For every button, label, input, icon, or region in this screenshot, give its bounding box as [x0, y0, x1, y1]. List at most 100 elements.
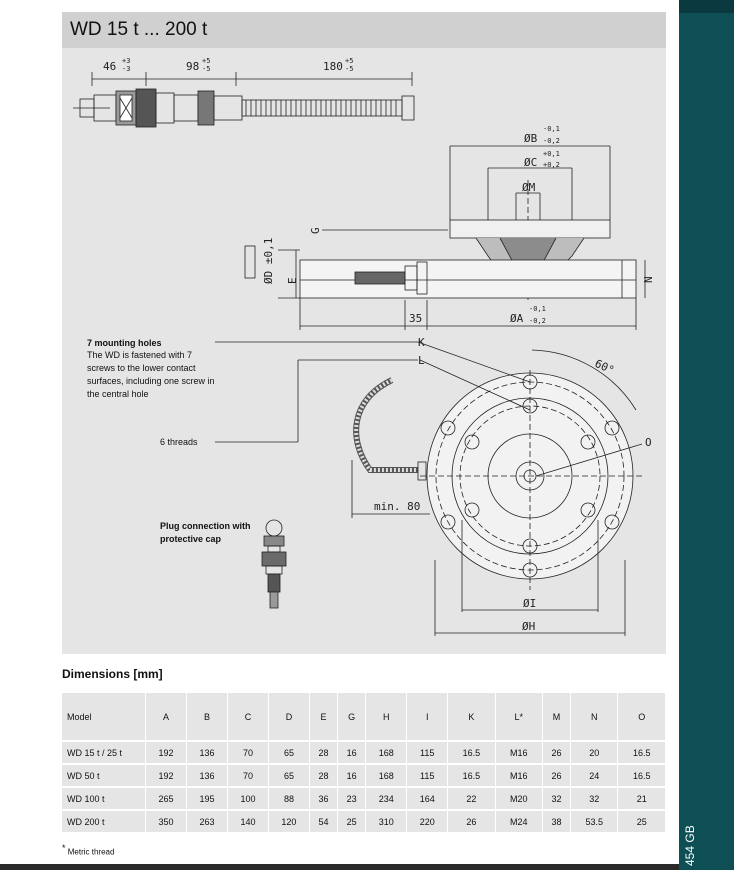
cable-ribs [245, 100, 397, 116]
load-cell-top-view [417, 341, 643, 636]
cell: 16 [337, 741, 367, 765]
side-band-top [679, 0, 734, 13]
col-n: N [570, 693, 619, 742]
cell: 70 [227, 741, 269, 765]
dim-180: 180 [323, 60, 343, 73]
side-band [679, 0, 734, 870]
cell: 16.5 [617, 764, 666, 788]
title-bar [62, 12, 666, 48]
load-cell-section [244, 145, 646, 330]
mounting-holes-line2: screws to the lower contact [87, 363, 196, 373]
dimensions-heading: Dimensions [mm] [62, 667, 163, 681]
dim-M: ØM [522, 181, 536, 194]
cell: 115 [406, 764, 449, 788]
dim-N: N [642, 276, 655, 283]
cell: 23 [337, 787, 367, 811]
cell: 38 [542, 810, 572, 834]
cell: 28 [309, 764, 339, 788]
cell: 234 [365, 787, 408, 811]
cell: M16 [495, 741, 543, 765]
dim-I: ØI [523, 597, 536, 610]
cell: 136 [186, 764, 228, 788]
cell: WD 100 t [62, 787, 146, 811]
cell: 115 [406, 741, 449, 765]
col-l: L* [495, 693, 543, 742]
footnote-text: Metric thread [67, 847, 115, 857]
mounting-holes-line1: The WD is fastened with 7 [87, 350, 192, 360]
dim-B-upper: -0,1 [543, 125, 560, 133]
cell: 100 [227, 787, 269, 811]
connector-side-view [73, 72, 415, 128]
cell: 120 [268, 810, 310, 834]
dim-46-lower: -3 [122, 65, 130, 73]
col-a: A [145, 693, 187, 742]
cell: 53.5 [570, 810, 619, 834]
cell: M20 [495, 787, 543, 811]
col-b: B [186, 693, 228, 742]
label-K: K [418, 336, 425, 349]
dim-98-lower: -5 [202, 65, 210, 73]
col-m: M [542, 693, 572, 742]
cell: 25 [337, 810, 367, 834]
cell: 192 [145, 741, 187, 765]
dim-G: G [309, 227, 322, 234]
dim-180-upper: +5 [345, 57, 353, 65]
cell: 192 [145, 764, 187, 788]
dimensions-table: Model A B C D E G H I K L* M N O WD 15 t… [62, 693, 666, 834]
table-row: WD 200 t 350 263 140 120 54 25 310 220 2… [62, 810, 666, 834]
cell: 164 [406, 787, 449, 811]
cell: 26 [447, 810, 496, 834]
label-L: L [418, 354, 425, 367]
cell: WD 200 t [62, 810, 146, 834]
plug-label-line2: protective cap [160, 534, 222, 544]
dim-180-lower: -5 [345, 65, 353, 73]
threads-label: 6 threads [160, 437, 198, 447]
cell: 220 [406, 810, 449, 834]
cell: 140 [227, 810, 269, 834]
bottom-rule [0, 864, 679, 870]
mounting-holes-title: 7 mounting holes [87, 338, 162, 348]
cell: 263 [186, 810, 228, 834]
col-o: O [617, 693, 666, 742]
mounting-holes-line4: the central hole [87, 389, 149, 399]
dim-E: E [286, 277, 299, 284]
cell: 16.5 [617, 741, 666, 765]
dim-C-upper: +0,1 [543, 150, 560, 158]
mounting-holes-line3: surfaces, including one screw in [87, 376, 215, 386]
dim-H: ØH [522, 620, 535, 633]
technical-drawing: 46 +3 -3 98 +5 -5 180 +5 -5 ØB -0,1 -0,2… [73, 57, 655, 636]
table-row: WD 50 t 192 136 70 65 28 16 168 115 16.5… [62, 764, 666, 788]
cell: 22 [447, 787, 496, 811]
dim-A-upper: -0,1 [529, 305, 546, 313]
cell: 310 [365, 810, 408, 834]
cell: 26 [542, 741, 572, 765]
cell: 350 [145, 810, 187, 834]
dim-C: ØC [524, 156, 537, 169]
plug-label-line1: Plug connection with [160, 521, 251, 531]
dim-35: 35 [409, 312, 422, 325]
cell: 54 [309, 810, 339, 834]
flexible-cable [351, 377, 430, 518]
dim-B: ØB [524, 132, 538, 145]
cell: 36 [309, 787, 339, 811]
col-k: K [447, 693, 496, 742]
label-O: O [645, 436, 652, 449]
cell: 265 [145, 787, 187, 811]
dim-46: 46 [103, 60, 116, 73]
page-title: WD 15 t ... 200 t [70, 19, 208, 40]
col-e: E [309, 693, 339, 742]
cell: 168 [365, 764, 408, 788]
dim-A: ØA [510, 312, 524, 325]
dim-C-lower: +0,2 [543, 161, 560, 169]
cell: WD 50 t [62, 764, 146, 788]
col-c: C [227, 693, 269, 742]
col-model: Model [62, 693, 146, 742]
cell: 24 [570, 764, 619, 788]
document-code: 454 GB [683, 825, 697, 866]
dim-B-lower: -0,2 [543, 137, 560, 145]
table-header-row: Model A B C D E G H I K L* M N O [62, 693, 666, 742]
col-i: I [406, 693, 449, 742]
table-row: WD 15 t / 25 t 192 136 70 65 28 16 168 1… [62, 741, 666, 765]
angle-label: 60° [593, 357, 617, 377]
col-d: D [268, 693, 310, 742]
